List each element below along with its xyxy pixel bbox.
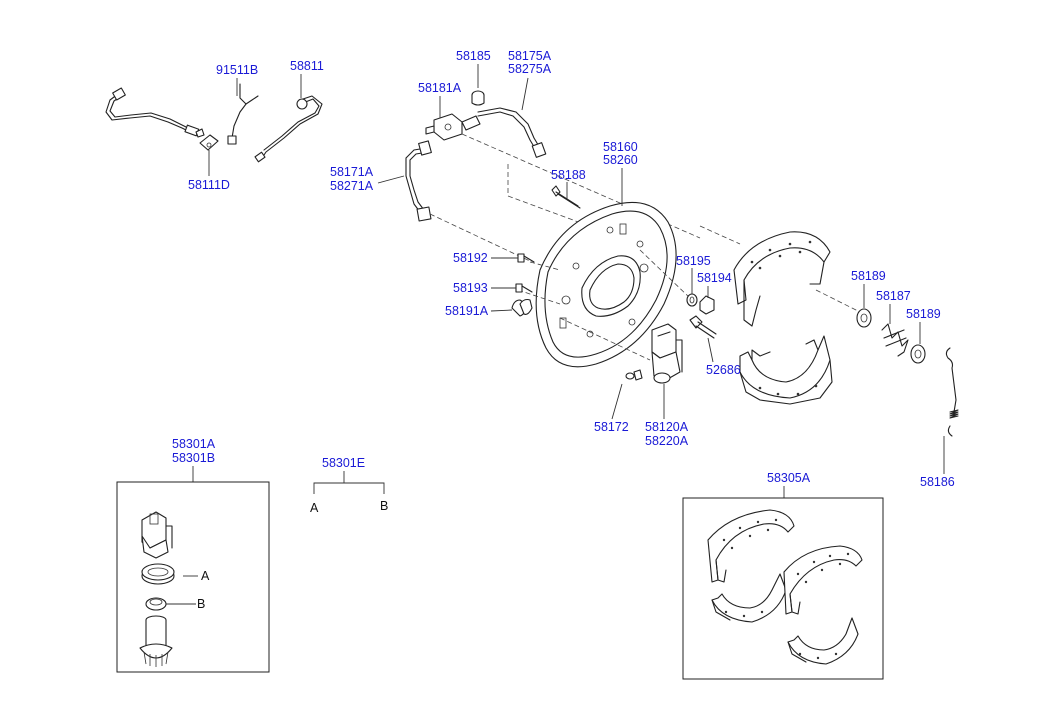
bolt-52686 — [689, 315, 717, 339]
label-58275A[interactable]: 58275A — [508, 62, 552, 76]
label-58301B[interactable]: 58301B — [172, 451, 215, 465]
label-58181A[interactable]: 58181A — [418, 81, 462, 95]
washer-58189-b — [910, 344, 926, 364]
washer-58189-a — [856, 308, 872, 328]
bolt-58188 — [551, 185, 581, 209]
label-58189-b[interactable]: 58189 — [906, 307, 941, 321]
bolt-58192 — [517, 253, 535, 263]
kit-58301A-box — [116, 481, 270, 673]
label-58191A[interactable]: 58191A — [445, 304, 489, 318]
shoe-set-back — [783, 545, 863, 665]
cap-58185 — [471, 90, 485, 106]
label-91511B[interactable]: 91511B — [216, 63, 258, 77]
label-58271A[interactable]: 58271A — [330, 179, 374, 193]
label-58260[interactable]: 58260 — [603, 153, 638, 167]
label-58175A[interactable]: 58175A — [508, 49, 552, 63]
backing-plate-58160 — [535, 201, 677, 368]
sensor-wire-91511B — [227, 83, 259, 145]
kit-58305A-box — [682, 497, 884, 680]
kit-seal-a — [141, 563, 175, 585]
label-58120A[interactable]: 58120A — [645, 420, 689, 434]
washer-58195 — [686, 293, 698, 307]
kit-piston-boot — [139, 615, 173, 667]
label-e-b: B — [380, 499, 388, 513]
label-58185[interactable]: 58185 — [456, 49, 491, 63]
label-58195[interactable]: 58195 — [676, 254, 711, 268]
label-58192[interactable]: 58192 — [453, 251, 488, 265]
spring-58187 — [881, 323, 909, 357]
label-58301A[interactable]: 58301A — [172, 437, 216, 451]
label-52686[interactable]: 52686 — [706, 363, 741, 377]
kit-label-a: A — [201, 569, 210, 583]
brake-hose-58811 — [254, 95, 323, 163]
label-58160[interactable]: 58160 — [603, 140, 638, 154]
label-58811[interactable]: 58811 — [290, 59, 324, 73]
label-58111D[interactable]: 58111D — [188, 178, 230, 192]
brake-shoe-lower — [739, 335, 833, 405]
label-58186[interactable]: 58186 — [920, 475, 955, 489]
label-e-a: A — [310, 501, 319, 515]
bolt-58193 — [515, 283, 533, 293]
label-58171A[interactable]: 58171A — [330, 165, 374, 179]
label-58172[interactable]: 58172 — [594, 420, 629, 434]
boot-58191A — [511, 298, 533, 317]
kit-label-b: B — [197, 597, 205, 611]
nut-58194 — [699, 295, 715, 315]
label-58194[interactable]: 58194 — [697, 271, 732, 285]
wheel-speed-sensor-cable — [105, 87, 219, 151]
label-58188[interactable]: 58188 — [551, 168, 586, 182]
kit-seal-b — [145, 597, 167, 611]
bleeder-58172 — [625, 369, 643, 381]
label-58189-a[interactable]: 58189 — [851, 269, 886, 283]
shoe-set-front — [707, 509, 795, 623]
label-58193[interactable]: 58193 — [453, 281, 488, 295]
label-58220A[interactable]: 58220A — [645, 434, 689, 448]
label-58187[interactable]: 58187 — [876, 289, 911, 303]
label-58305A[interactable]: 58305A — [767, 471, 811, 485]
kit-cylinder — [141, 511, 173, 559]
leader-lines — [166, 64, 945, 605]
wheel-cylinder-58120A — [651, 323, 683, 384]
brake-tube-58175A — [477, 107, 547, 158]
tee-connector-58181A — [425, 113, 481, 141]
return-spring-58186 — [945, 347, 959, 437]
label-58301E[interactable]: 58301E — [322, 456, 365, 470]
part-labels: 91511B 58811 58111D 58185 58175A 58275A … — [172, 49, 955, 489]
brake-shoe-upper — [733, 231, 831, 327]
brake-tube-58171A — [405, 140, 432, 222]
